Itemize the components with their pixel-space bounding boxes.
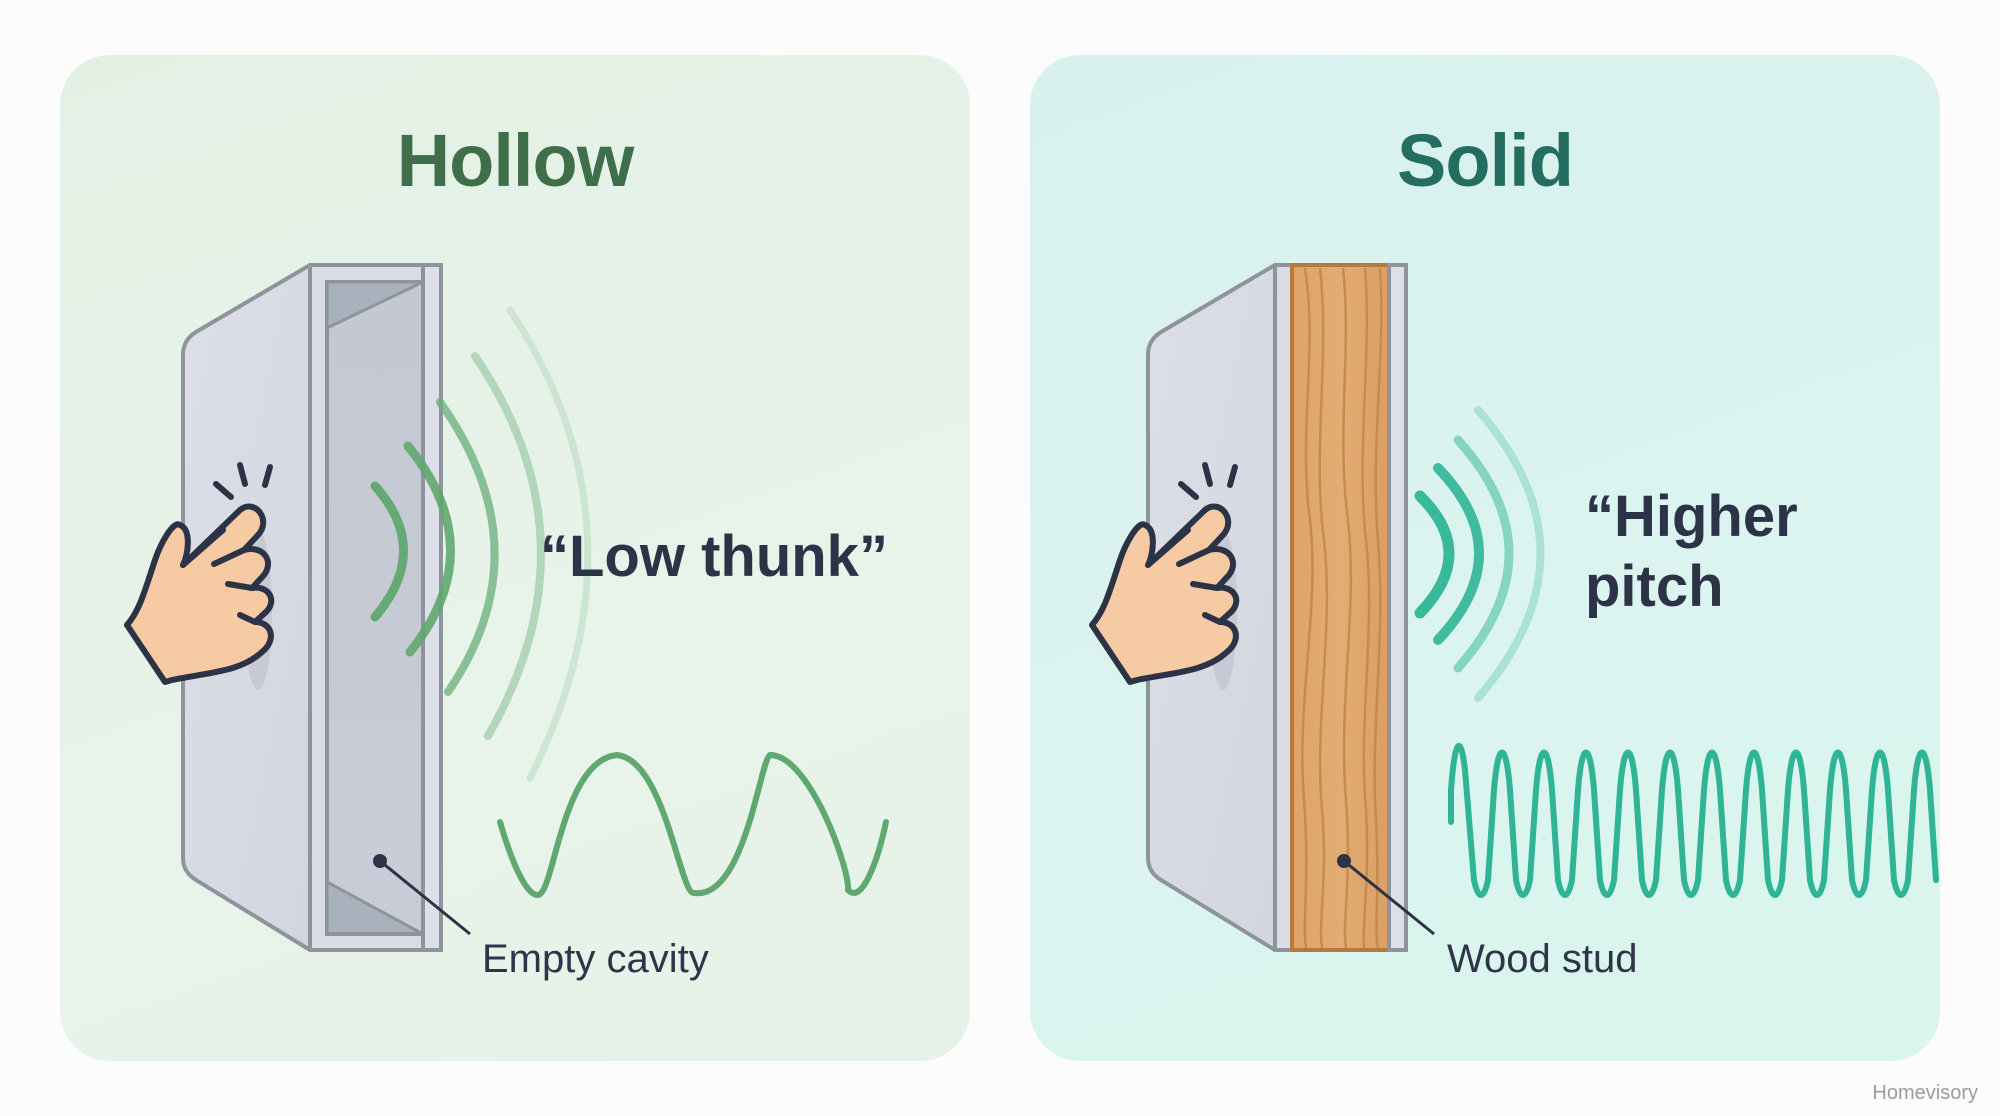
sine-wave-icon	[497, 751, 889, 898]
callout-pointer	[373, 854, 471, 936]
hollow-title: Hollow	[396, 119, 635, 202]
brand-watermark: Homevisory	[1872, 1082, 1978, 1104]
sound-waves-icon	[1414, 406, 1545, 702]
hollow-sound-label: “Low thunk”	[540, 524, 888, 589]
solid-title: Solid	[1397, 119, 1574, 202]
hand-knocking-icon	[1089, 462, 1240, 685]
hand-knocking-icon	[124, 462, 275, 685]
sound-waves-icon	[370, 306, 592, 782]
empty-cavity-label: Empty cavity	[482, 937, 709, 981]
solid-sound-label: “Higher pitch	[1585, 484, 1798, 619]
wood-stud-label: Wood stud	[1447, 937, 1638, 981]
callout-pointer	[1337, 854, 1435, 936]
sine-wave-icon	[1448, 743, 1939, 898]
